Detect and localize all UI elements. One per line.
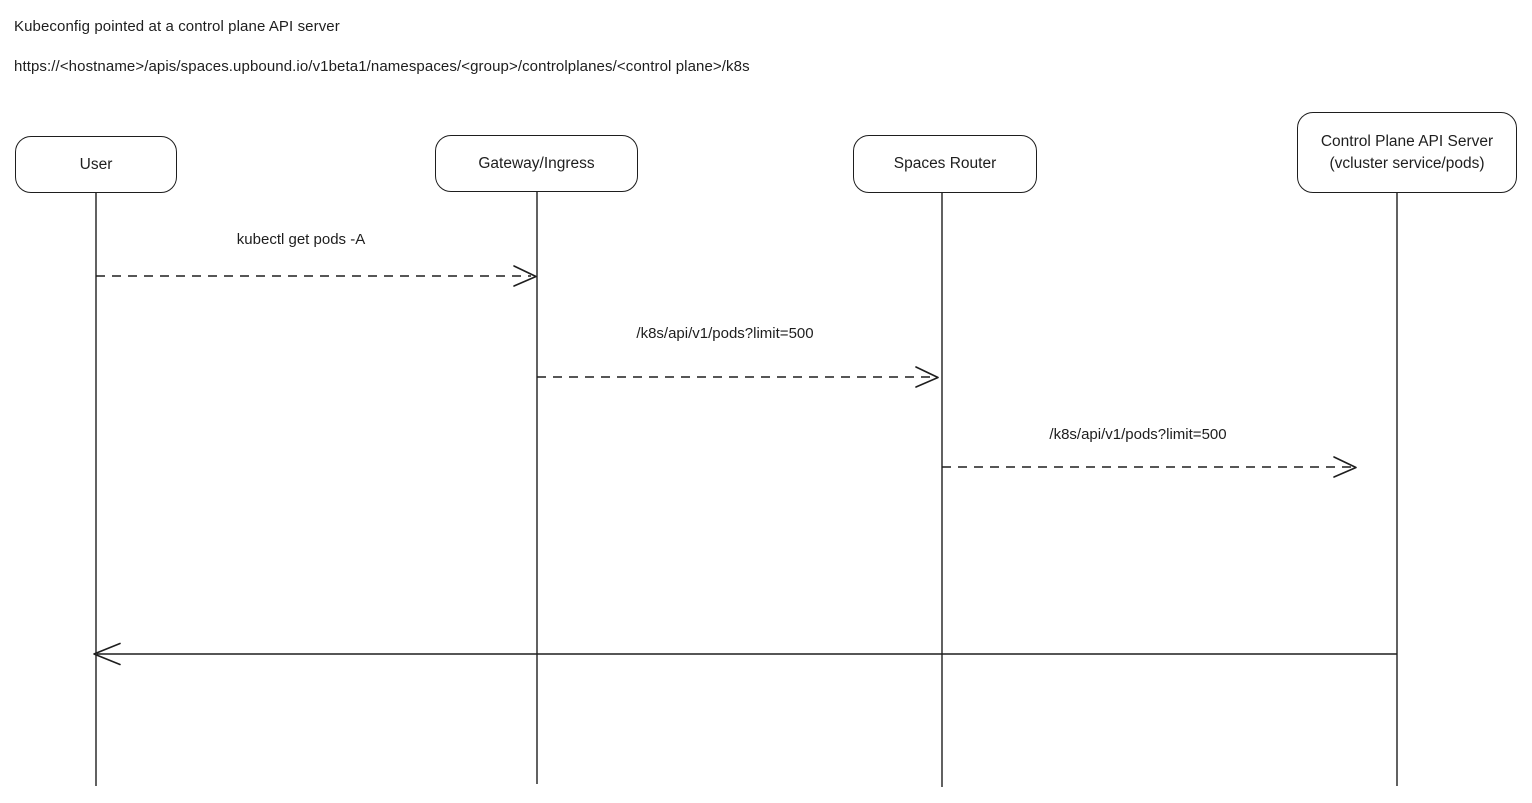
actor-spaces-router: Spaces Router: [853, 135, 1037, 193]
actor-gateway-ingress: Gateway/Ingress: [435, 135, 638, 192]
actor-label: Gateway/Ingress: [478, 154, 595, 172]
message-label-k8s-api-pods-1: /k8s/api/v1/pods?limit=500: [636, 325, 814, 342]
message-arrow-k8s-api-pods-1: [537, 366, 939, 388]
actor-control-plane-api-server: Control Plane API Server (vcluster servi…: [1297, 112, 1517, 193]
message-arrow-k8s-api-pods-2: [942, 456, 1357, 478]
message-label-kubectl-get-pods: kubectl get pods -A: [236, 231, 366, 248]
message-arrow-response: [93, 642, 1397, 666]
diagram-note-url: https://<hostname>/apis/spaces.upbound.i…: [14, 58, 750, 75]
actor-sublabel: (vcluster service/pods): [1329, 154, 1485, 172]
message-label-k8s-api-pods-2: /k8s/api/v1/pods?limit=500: [1049, 426, 1227, 443]
actor-label: Spaces Router: [893, 155, 997, 173]
actor-user: User: [15, 136, 177, 193]
diagram-note-title: Kubeconfig pointed at a control plane AP…: [14, 18, 340, 35]
message-arrow-kubectl-get-pods: [96, 265, 537, 287]
actor-label: User: [79, 155, 113, 173]
actor-label: Control Plane API Server: [1320, 132, 1494, 150]
